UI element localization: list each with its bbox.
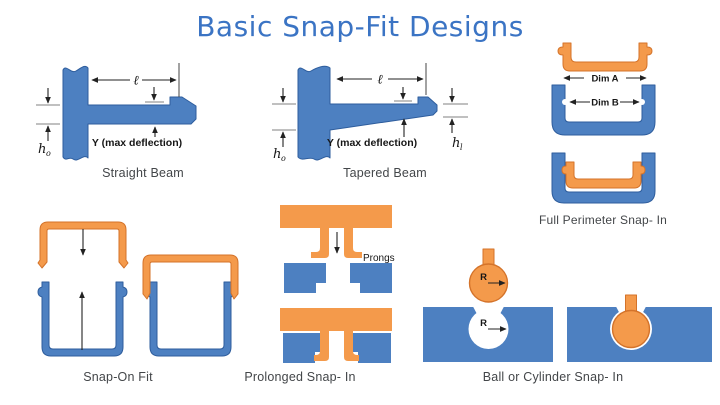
cap-shape — [37, 221, 129, 269]
container-shape — [37, 281, 128, 357]
tapered-beam-diagram: ℓ Y (max deflection) h o h l — [272, 63, 468, 163]
assembled-base-shape — [551, 152, 656, 204]
base-height-subscript: o — [46, 149, 51, 158]
length-label: ℓ — [377, 73, 383, 88]
assembled-left-block-shape — [283, 333, 326, 363]
assembled-ball-shape — [611, 309, 651, 349]
snap-on-fit-diagram — [37, 221, 239, 357]
full-perimeter-caption: Full Perimeter Snap- In — [539, 213, 667, 227]
dim-b-dimension: Dim B — [569, 98, 640, 109]
prolonged-snap-in-diagram: Prongs — [280, 205, 395, 363]
base-height-label: h — [273, 147, 281, 162]
prolonged-snap-in-caption: Prolonged Snap- In — [244, 370, 356, 384]
tip-height-label: h — [452, 136, 460, 151]
tapered-beam-shape — [297, 65, 438, 161]
ball-radius-label: R — [480, 272, 487, 283]
length-dimension: ℓ — [91, 63, 180, 97]
ball-radius-dimension: R — [480, 272, 506, 286]
deflection-label: Y (max deflection) — [92, 137, 182, 149]
socket-opening — [473, 306, 504, 316]
base-channel-shape — [551, 84, 656, 136]
dim-a-dimension: Dim A — [563, 74, 647, 85]
full-perimeter-diagram: Dim A Dim B — [551, 42, 656, 204]
tip-height-subscript: l — [460, 143, 463, 152]
base-height-dimension: h o — [36, 88, 60, 158]
straight-beam-shape — [62, 65, 197, 161]
dim-b-label: Dim B — [591, 98, 619, 109]
straight-beam-diagram: ℓ Y (max deflection) h o — [36, 63, 197, 161]
right-block-shape — [350, 263, 392, 293]
length-label: ℓ — [133, 74, 139, 89]
prongs-label: Prongs — [363, 253, 395, 264]
ball-snap-in-caption: Ball or Cylinder Snap- In — [482, 370, 624, 384]
base-height-label: h — [38, 142, 46, 157]
assembled-pronged-plate-shape — [280, 308, 392, 361]
base-left-detent — [562, 99, 568, 105]
deflection-dimension: Y (max deflection) — [327, 87, 417, 149]
assembled-container-shape — [145, 281, 236, 357]
assembled-lid-shape — [561, 161, 646, 189]
lid-channel-shape — [557, 42, 653, 72]
dim-a-label: Dim A — [591, 74, 618, 85]
base-height-dimension: h o — [272, 88, 296, 163]
deflection-dimension: Y (max deflection) — [92, 87, 182, 149]
base-right-detent — [639, 99, 645, 105]
base-height-subscript: o — [281, 154, 286, 163]
socket-radius-dimension: R — [480, 318, 507, 332]
page-title: Basic Snap-Fit Designs — [196, 10, 524, 43]
deflection-label: Y (max deflection) — [327, 137, 417, 149]
tip-height-dimension: h l — [443, 88, 468, 152]
ball-snap-in-diagram: R R — [423, 248, 712, 362]
left-block-shape — [284, 263, 326, 293]
socket-radius-label: R — [480, 318, 487, 329]
straight-beam-caption: Straight Beam — [102, 166, 184, 180]
assembled-cap-shape — [142, 254, 239, 300]
pronged-plate-shape — [280, 205, 392, 258]
tapered-beam-caption: Tapered Beam — [343, 166, 427, 180]
snap-on-fit-caption: Snap-On Fit — [83, 370, 153, 384]
length-dimension: ℓ — [336, 63, 427, 95]
